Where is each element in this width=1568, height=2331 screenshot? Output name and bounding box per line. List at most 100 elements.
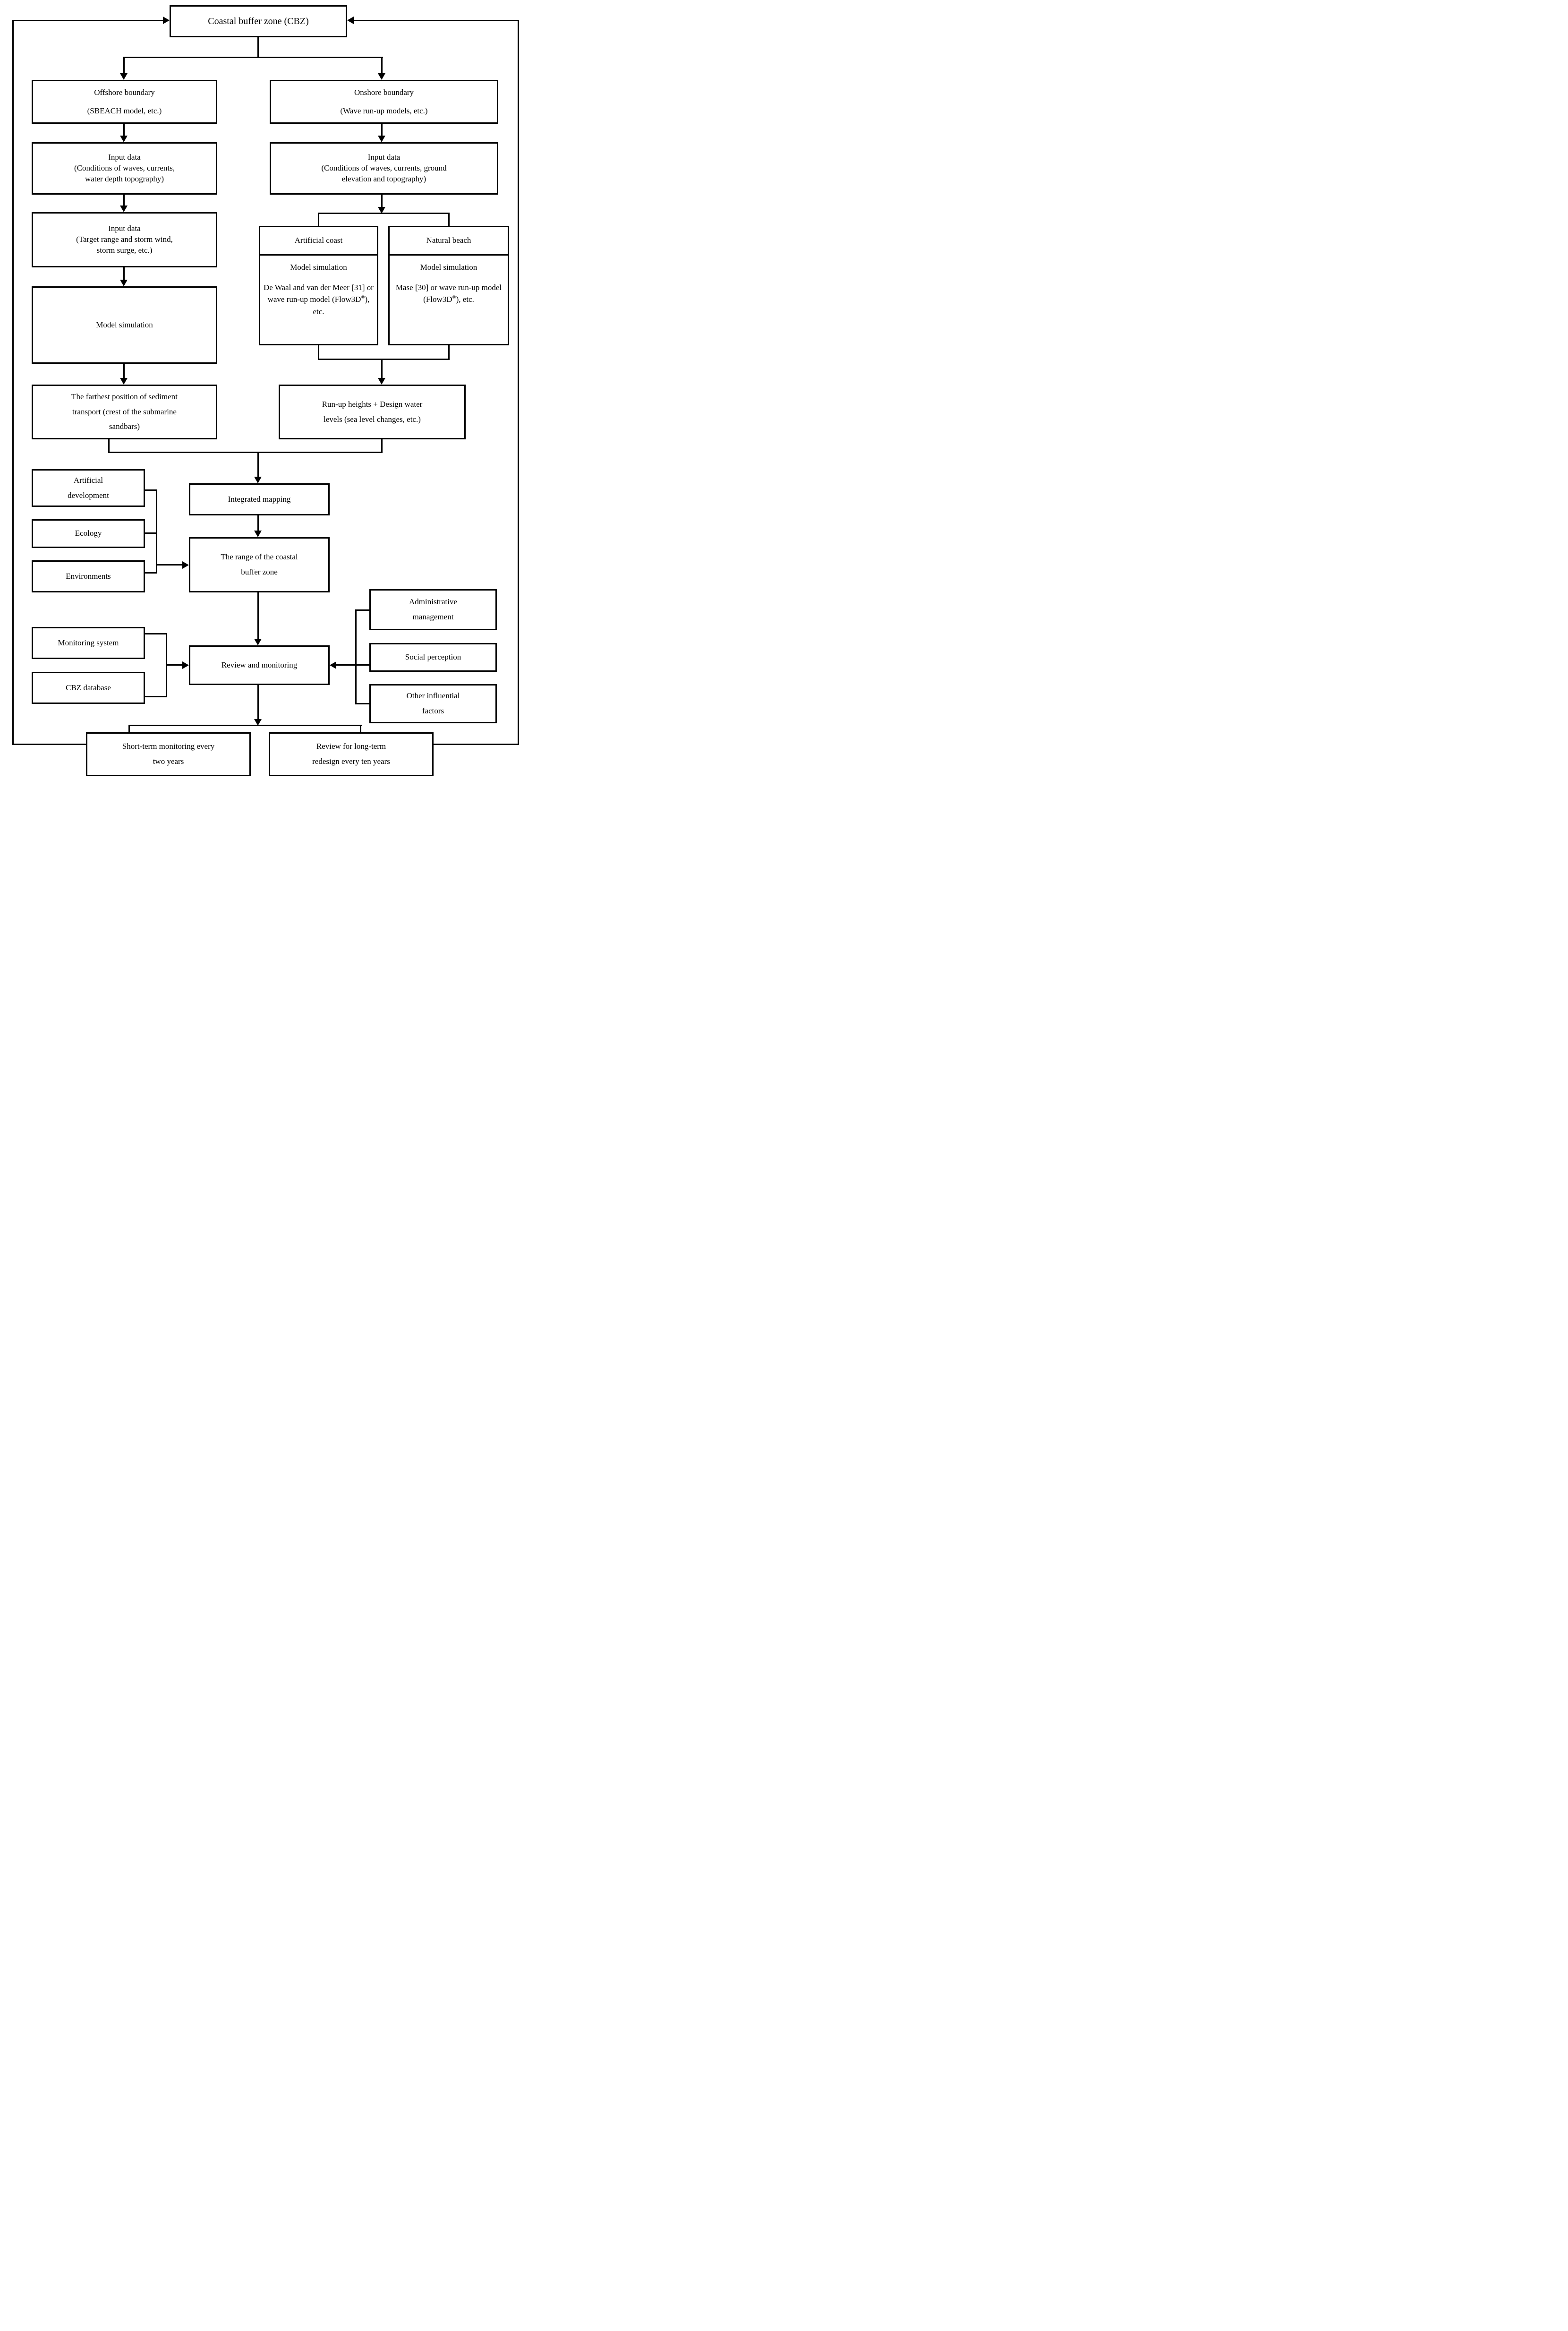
node-label: Administrative — [409, 597, 457, 607]
connector-range-to-review — [257, 592, 259, 639]
node-label: Other influential — [406, 691, 460, 701]
registered-trademark-symbol: ® — [361, 295, 365, 300]
connector-feedback-right-top — [354, 20, 519, 21]
connector-input2-to-model — [123, 267, 125, 280]
connector-feedback-right-bottom — [434, 744, 519, 745]
node-label: Coastal buffer zone (CBZ) — [208, 16, 309, 26]
node-label: Integrated mapping — [228, 494, 291, 504]
arrowhead-into-review-top — [254, 639, 262, 645]
node-artificial-coast-header: Artificial coast — [259, 226, 378, 256]
flowchart-canvas: Coastal buffer zone (CBZ) Offshore bound… — [0, 0, 523, 777]
connector-artificial-coast-down — [318, 345, 319, 360]
node-integrated-mapping: Integrated mapping — [189, 483, 330, 515]
node-label: Monitoring system — [58, 638, 119, 647]
arrowhead-into-cbz-left — [163, 17, 170, 24]
connector-feedback-right-vertical — [518, 20, 519, 745]
node-sublabel: (Conditions of waves, currents, ground — [321, 163, 447, 173]
connector-administrative-stub — [356, 609, 369, 611]
node-sublabel: buffer zone — [241, 567, 278, 576]
node-sublabel: two years — [153, 757, 184, 766]
node-sublabel: development — [68, 490, 109, 500]
model-reference-suffix: ), etc. — [313, 295, 370, 316]
node-sublabel: redesign every ten years — [312, 757, 390, 766]
connector-feedback-left-vertical — [12, 20, 14, 745]
node-sublabel: levels (sea level changes, etc.) — [324, 414, 421, 424]
connector-factors-to-range — [156, 564, 182, 566]
node-label: Artificial coast — [294, 236, 343, 245]
node-label: CBZ database — [66, 683, 111, 692]
node-long-term-review: Review for long-term redesign every ten … — [269, 732, 434, 776]
connector-to-onshore — [381, 57, 383, 74]
node-other-influential-factors: Other influential factors — [369, 684, 497, 723]
node-sublabel: (Wave run-up models, etc.) — [340, 106, 428, 115]
node-label: Model simulation — [96, 320, 153, 329]
arrowhead-into-cbz-right — [347, 17, 354, 24]
node-input-data-storm: Input data (Target range and storm wind,… — [32, 212, 217, 267]
node-label: Review for long-term — [316, 742, 386, 751]
node-farthest-position: The farthest position of sediment transp… — [32, 385, 217, 439]
model-reference-text: De Waal and van der Meer [31] or wave ru… — [264, 283, 374, 304]
connector-merge-to-runup — [381, 359, 383, 378]
arrowhead-into-review-left — [182, 661, 189, 669]
node-review-and-monitoring: Review and monitoring — [189, 645, 330, 685]
arrowhead-into-model-simulation — [120, 280, 128, 286]
node-label: Ecology — [75, 529, 102, 538]
arrowhead-into-runup — [378, 378, 385, 385]
connector-right-to-review — [336, 664, 356, 666]
node-environments: Environments — [32, 560, 145, 592]
connector-factors-bracket — [156, 489, 157, 574]
connector-environments-stub — [145, 572, 157, 574]
arrowhead-into-farthest — [120, 378, 128, 385]
connector-input-onshore-down — [381, 195, 383, 207]
arrowhead-into-review-right — [330, 661, 336, 669]
node-sublabel: (SBEACH model, etc.) — [87, 106, 162, 115]
connector-social-stub — [356, 664, 369, 666]
connector-review-down — [257, 685, 259, 720]
connector-to-artificial-coast — [318, 213, 319, 227]
connector-monitoring-stub — [145, 633, 167, 634]
connector-monitoring-to-review — [166, 664, 182, 666]
node-cbz-database: CBZ database — [32, 672, 145, 704]
connector-onshore-to-input — [381, 124, 383, 136]
registered-trademark-symbol: ® — [452, 295, 456, 300]
node-label: The farthest position of sediment — [71, 392, 178, 401]
node-natural-beach-header: Natural beach — [388, 226, 509, 256]
node-label: Social perception — [405, 652, 461, 662]
connector-to-long-term — [360, 725, 361, 732]
node-label: Artificial — [73, 475, 103, 485]
connector-merge-to-mapping — [257, 452, 259, 477]
node-artificial-coast-body: Model simulation De Waal and van der Mee… — [259, 254, 378, 345]
node-social-perception: Social perception — [369, 643, 497, 672]
connector-mapping-to-range — [257, 515, 259, 531]
model-reference-suffix: ), etc. — [456, 295, 474, 304]
arrowhead-into-input-onshore — [378, 136, 385, 142]
node-sublabel: management — [412, 612, 454, 621]
connector-bottom-split — [128, 725, 362, 726]
connector-other-factors-stub — [356, 703, 369, 704]
connector-to-natural-beach — [448, 213, 450, 227]
connector-results-merge — [108, 452, 383, 453]
node-label: Run-up heights + Design water — [322, 399, 423, 409]
connector-coast-split — [318, 213, 450, 214]
node-label: Input data — [108, 224, 141, 233]
node-sublabel: transport (crest of the submarine — [72, 407, 177, 416]
connector-input-to-input2 — [123, 195, 125, 206]
node-sublabel: (Conditions of waves, currents, — [74, 163, 175, 173]
node-sublabel: (Target range and storm wind, — [76, 235, 173, 244]
arrowhead-input-onshore-split — [378, 207, 385, 214]
node-label: Onshore boundary — [354, 87, 414, 97]
connector-ecology-stub — [145, 532, 157, 534]
node-administrative-management: Administrative management — [369, 589, 497, 630]
node-onshore-boundary: Onshore boundary (Wave run-up models, et… — [270, 80, 498, 124]
connector-artificial-development-stub — [145, 489, 157, 491]
node-label: Model simulation — [290, 263, 347, 272]
node-sublabel: De Waal and van der Meer [31] or wave ru… — [262, 282, 375, 318]
node-label: Short-term monitoring every — [122, 742, 215, 751]
connector-runup-down — [381, 439, 383, 453]
node-sublabel: sandbars) — [109, 422, 140, 431]
connector-farthest-down — [108, 439, 110, 453]
model-reference-text: Mase [30] or wave run-up model (Flow3D — [395, 283, 502, 304]
connector-natural-beach-down — [448, 345, 450, 360]
node-coastal-buffer-zone: Coastal buffer zone (CBZ) — [170, 5, 347, 37]
node-range-of-cbz: The range of the coastal buffer zone — [189, 537, 330, 592]
